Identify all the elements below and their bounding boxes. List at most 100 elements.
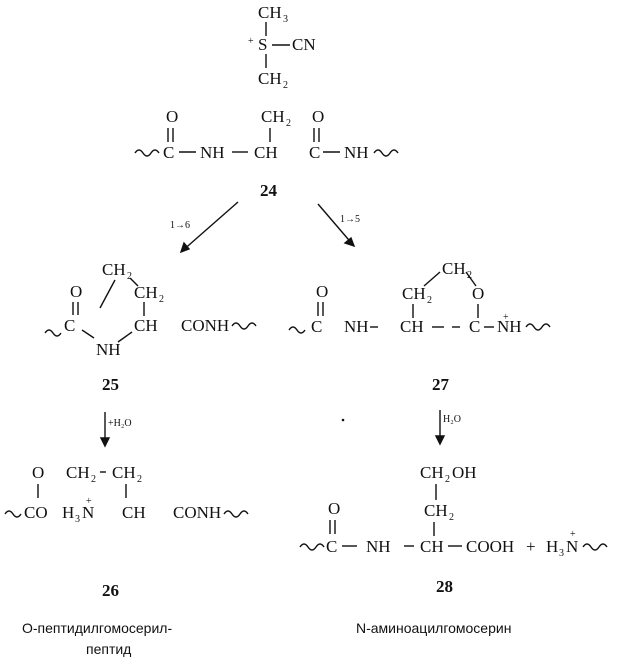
c24-c-right: C (309, 143, 320, 162)
c25-conh: CONH (181, 316, 229, 335)
c24-wavy-right (373, 149, 399, 157)
c27-c-right: C (469, 317, 480, 336)
c26-ch2-a-sub: 2 (91, 474, 96, 485)
c28-wavy-left (299, 543, 325, 551)
c28-ch: CH (420, 537, 444, 556)
compound-26: O CH 2 CH 2 CO H 3 N + CH CONH 26 О-пепт… (4, 463, 249, 657)
c24-sulfur: S (258, 35, 267, 54)
c28-wavy-right (582, 543, 608, 551)
c27-ch2-left-sub: 2 (427, 295, 432, 306)
c26-h3n: H (62, 503, 74, 522)
c26-ch: CH (122, 503, 146, 522)
c28-ch2oh-tail: OH (452, 463, 477, 482)
arrow-right-label: 1→5 (340, 214, 360, 225)
c28-ch2: CH (424, 501, 448, 520)
c26-wavy-left (4, 510, 22, 518)
c27-ch2-top-sub: 2 (467, 270, 472, 281)
c24-o-right: O (312, 107, 324, 126)
c24-cn: CN (292, 35, 316, 54)
c28-ch2oh-sub: 2 (445, 474, 450, 485)
c24-ch: CH (254, 143, 278, 162)
hydrolysis-right-label: H₂O (443, 414, 461, 425)
c27-bond-ring-a (423, 271, 441, 287)
c28-cooh: COOH (466, 537, 514, 556)
c27-o-ring: O (472, 284, 484, 303)
c26-caption-line2: пептид (86, 641, 131, 657)
c27-ch: CH (400, 317, 424, 336)
c25-bond-ring-b (99, 279, 116, 309)
c24-ch2-side: CH (261, 107, 285, 126)
c25-bond-c-nh (81, 329, 95, 339)
c26-wavy-right (223, 510, 249, 518)
c28-h3n: H (546, 537, 558, 556)
c24-wavy-left (134, 149, 160, 157)
c25-ch2-right-sub: 2 (159, 294, 164, 305)
c28-number: 28 (436, 577, 453, 596)
compound-25: CH 2 CH 2 O C CH NH CONH 25 (44, 260, 257, 394)
c24-c-left: C (163, 143, 174, 162)
c25-c: C (64, 316, 75, 335)
c26-ch2-b-sub: 2 (137, 474, 142, 485)
c24-ch3: CH (258, 3, 282, 22)
arrow-27-to-28: H₂O (434, 410, 461, 446)
c25-bond-ring-a (129, 277, 139, 287)
c24-o-left: O (166, 107, 178, 126)
c28-c: C (326, 537, 337, 556)
c27-nh: NH (344, 317, 369, 336)
c28-ch2oh: CH (420, 463, 444, 482)
c24-s-charge: + (248, 36, 254, 47)
c28-n-charge: + (570, 529, 576, 540)
arrow-24-to-25: 1→6 (170, 201, 239, 254)
c26-ch2-b: CH (112, 463, 136, 482)
c24-ch2-side-sub: 2 (286, 118, 291, 129)
c27-nh-plus: NH (497, 317, 522, 336)
c28-o: O (328, 499, 340, 518)
c25-ch2-top: CH (102, 260, 126, 279)
c24-ch3-sub: 3 (283, 14, 288, 25)
c25-bond-ch-nh (117, 331, 133, 343)
c24-number: 24 (260, 181, 278, 200)
c25-ch2-right: CH (134, 283, 158, 302)
c27-o-carbonyl: O (316, 282, 328, 301)
c26-h3n-sub: 3 (75, 514, 80, 525)
c26-ch2-a: CH (66, 463, 90, 482)
arrow-left-label: 1→6 (170, 220, 190, 231)
c27-wavy-right (525, 323, 551, 331)
c27-bond-ring-b (465, 271, 477, 287)
c27-ch2-left: CH (402, 284, 426, 303)
c24-ch2: CH (258, 69, 282, 88)
compound-24: CH 3 + S CN CH 2 O CH 2 O C NH CH C NH 2… (134, 3, 399, 200)
compound-27: CH 2 CH 2 O O C NH CH C + NH 27 (288, 259, 551, 394)
c25-wavy-right (231, 322, 257, 330)
c25-number: 25 (102, 375, 119, 394)
c25-nh: NH (96, 340, 121, 359)
c25-o: O (70, 282, 82, 301)
c26-caption-line1: О-пептидилгомосерил- (22, 620, 172, 636)
arrow-25-to-26: +H₂O (99, 412, 132, 448)
c27-number: 27 (432, 375, 450, 394)
c25-wavy-left (44, 329, 62, 337)
c26-o: O (32, 463, 44, 482)
print-speck (341, 418, 345, 422)
compound-28: CH 2 OH CH 2 O C NH CH COOH + H 3 N + 28… (299, 463, 608, 636)
c26-number: 26 (102, 581, 119, 600)
c28-plus-sign: + (526, 537, 536, 556)
c26-n-charge: + (86, 496, 92, 507)
hydrolysis-left-label: +H₂O (108, 418, 132, 429)
c28-ch2-sub: 2 (449, 512, 454, 523)
arrow-24-to-27: 1→5 (317, 203, 360, 248)
c24-ch2-sub: 2 (283, 80, 288, 91)
c28-h3n-sub: 3 (559, 548, 564, 559)
c27-n-charge: + (503, 312, 509, 323)
c26-n: N (82, 503, 94, 522)
c28-caption: N-аминоацилгомосерин (356, 620, 511, 636)
c24-nh-left: NH (200, 143, 225, 162)
c26-co: CO (24, 503, 48, 522)
c27-ch2-top: CH (442, 259, 466, 278)
c24-nh-right: NH (344, 143, 369, 162)
c28-n: N (566, 537, 578, 556)
c25-ch2-top-sub: 2 (127, 271, 132, 282)
c27-c-left: C (311, 317, 322, 336)
c26-conh: CONH (173, 503, 221, 522)
